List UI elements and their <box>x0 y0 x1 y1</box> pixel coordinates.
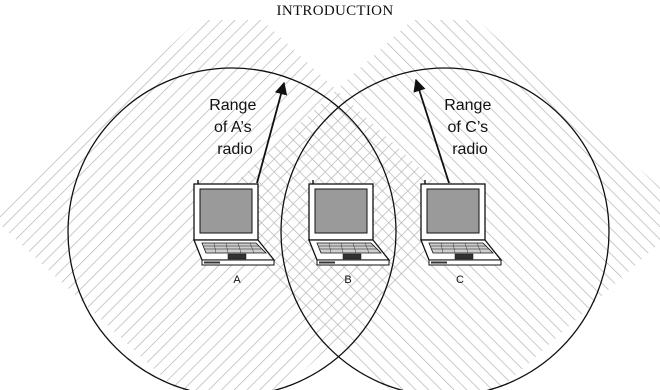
node-label-b: B <box>344 274 351 286</box>
range-arrow-a <box>256 81 288 184</box>
range-arrow-c <box>413 78 450 184</box>
range-circle-c <box>280 67 610 390</box>
range-label-c: Range of C’s radio <box>444 97 496 158</box>
range-circle-a <box>67 67 397 390</box>
node-label-a: A <box>233 274 241 286</box>
range-label-a: Range of A’s radio <box>209 97 261 158</box>
node-label-c: C <box>456 274 464 286</box>
page-header: INTRODUCTION <box>277 3 394 19</box>
